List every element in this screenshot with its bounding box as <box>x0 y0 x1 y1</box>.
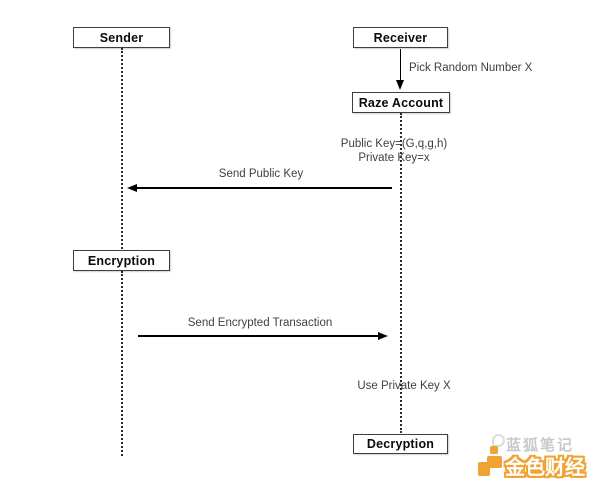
pick-random-arrow-line <box>399 49 402 82</box>
decryption-box: Decryption <box>353 434 448 454</box>
send-encrypted-arrowhead <box>378 331 388 340</box>
send-encrypted-arrow-line <box>138 335 380 337</box>
jinse-logo-icon <box>478 446 505 478</box>
sender-lifeline-upper <box>120 48 123 249</box>
send-public-key-label: Send Public Key <box>218 168 304 180</box>
lanhu-fox-icon <box>492 434 505 447</box>
sender-box: Sender <box>73 27 170 48</box>
raze-account-box: Raze Account <box>352 92 450 113</box>
watermark: 蓝狐笔记 金色财经 <box>478 434 598 482</box>
encryption-box: Encryption <box>73 250 170 271</box>
send-public-key-arrowhead <box>127 183 137 192</box>
public-key-label: Public Key=(G,q,g,h) <box>340 138 448 150</box>
receiver-lifeline <box>399 113 402 433</box>
lanhu-watermark-text: 蓝狐笔记 <box>506 437 575 454</box>
private-key-label: Private Key=x <box>358 152 430 164</box>
use-private-key-label: Use Private Key X <box>357 380 451 392</box>
pick-random-label: Pick Random Number X <box>409 62 533 74</box>
jinse-watermark-text: 金色财经 <box>505 457 585 479</box>
send-public-key-arrow-line <box>134 187 392 189</box>
pick-random-arrowhead <box>396 80 404 90</box>
sender-lifeline-lower <box>120 271 123 456</box>
send-encrypted-label: Send Encrypted Transaction <box>187 317 333 329</box>
receiver-box: Receiver <box>353 27 448 48</box>
